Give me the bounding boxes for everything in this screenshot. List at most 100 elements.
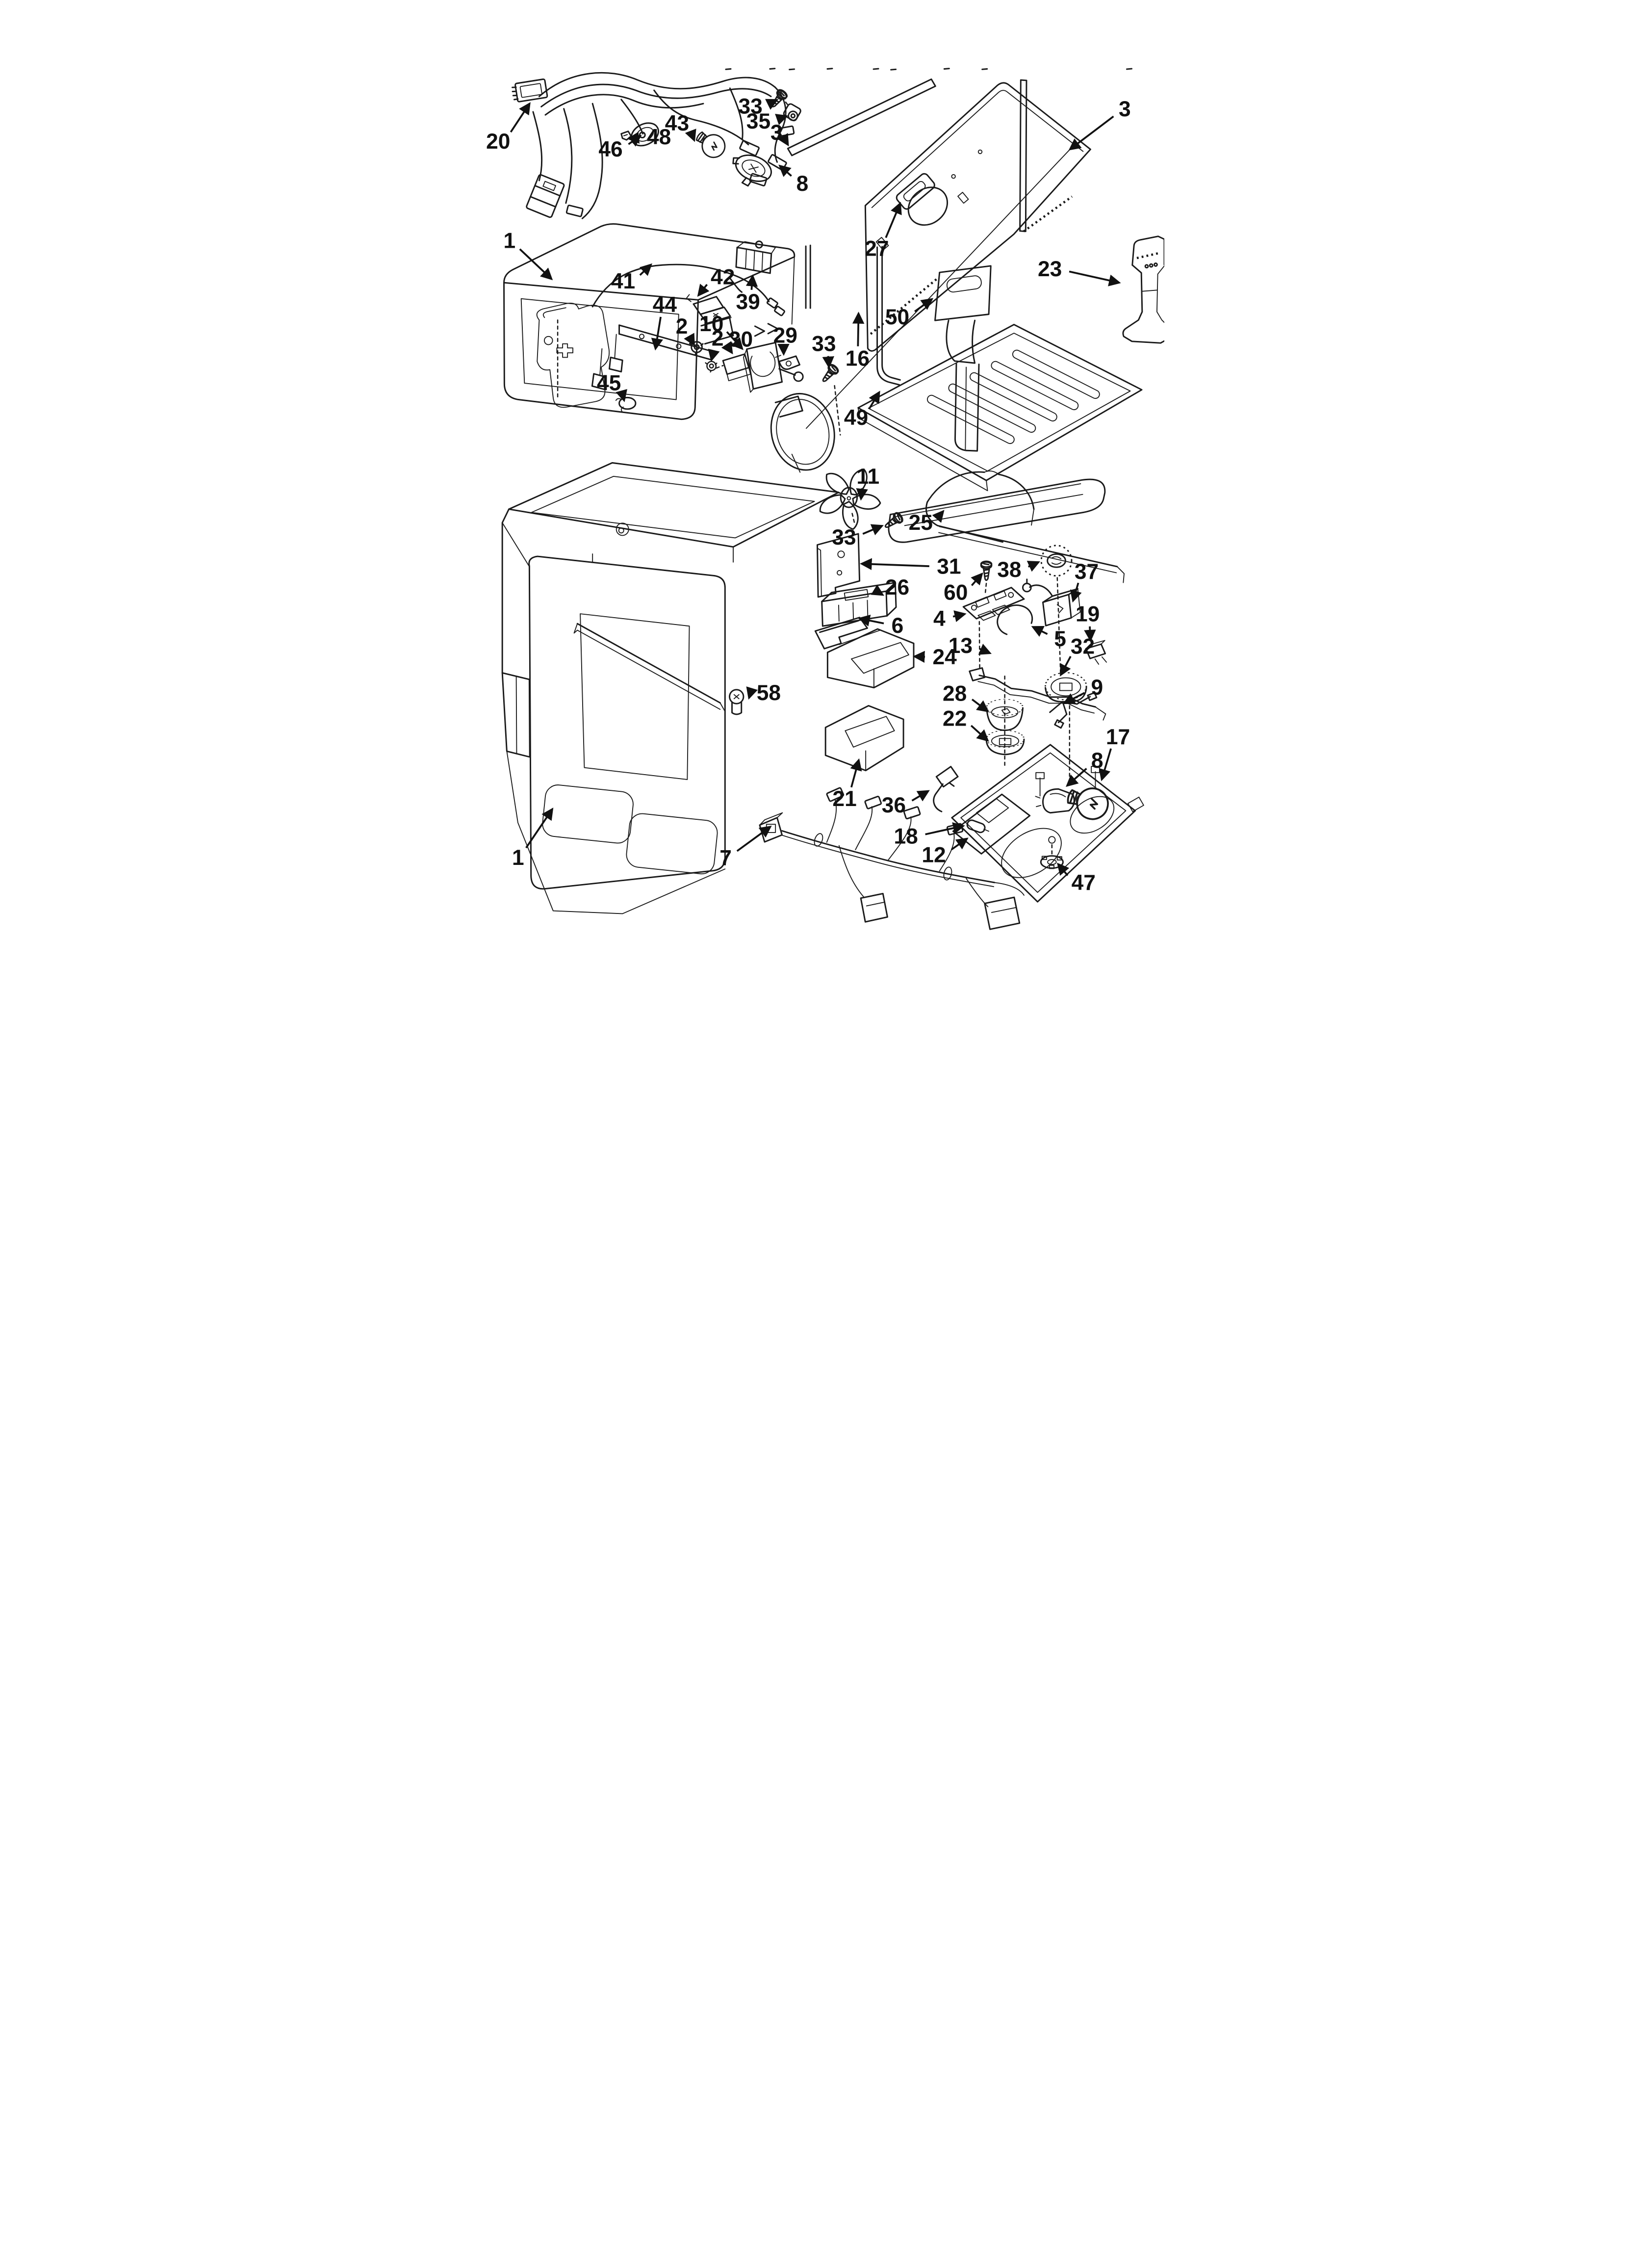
callout-33-5: 33 [739, 95, 763, 119]
callout-3-7: 3 [770, 121, 783, 145]
callout-38-36: 38 [997, 558, 1021, 582]
leader-arrow-32-40 [1060, 655, 1072, 677]
evaporator-block-26 [821, 582, 897, 627]
defrost-drip-tray [857, 324, 1143, 492]
leader-arrow-45-20 [616, 389, 627, 402]
leader-arrow-13-33 [978, 644, 992, 655]
foam-duct-24 [826, 628, 915, 689]
callout-39-24: 39 [736, 290, 760, 314]
leader-arrow-26-30 [871, 584, 885, 596]
heat-exchanger-tubes [805, 244, 901, 386]
callout-58-52: 58 [757, 681, 781, 705]
callout-2-18: 2 [676, 314, 688, 339]
parts-diagram-svg: 2046484383335332327165049252930221045444… [478, 0, 1164, 949]
sensor-36 [933, 766, 959, 812]
leader-arrow-2-18 [684, 333, 695, 346]
callout-25-14: 25 [909, 511, 933, 535]
leader-arrow-36-46 [911, 790, 930, 802]
callout-28-42: 28 [943, 681, 967, 705]
callout-33-28: 33 [832, 525, 856, 549]
wiring-harness-bottom [759, 787, 1025, 930]
line-art [501, 68, 1164, 930]
plug-button-58 [729, 689, 744, 715]
leader-arrow-60-34 [971, 572, 983, 586]
callout-26-30: 26 [885, 575, 909, 600]
leader-arrow-4-35 [952, 610, 967, 622]
leader-arrow-1-25 [519, 248, 553, 281]
callout-36-46: 36 [882, 793, 906, 817]
leader-arrow-21-48 [850, 758, 862, 788]
callout-27-10: 27 [865, 236, 889, 261]
leader-arrow-33-5 [765, 99, 779, 110]
grommet-35 [783, 103, 801, 122]
callout-46-1: 46 [598, 137, 622, 161]
leader-arrow-11-27 [856, 488, 868, 501]
freezer-bulb-and-socket [691, 125, 772, 187]
leader-arrow-37-37 [1070, 582, 1082, 603]
callout-2-17: 2 [712, 326, 724, 350]
plug-45 [615, 396, 637, 412]
callout-50-12: 50 [885, 305, 909, 329]
callout-41-22: 41 [611, 269, 635, 293]
callout-18-47: 18 [894, 825, 918, 849]
leader-arrow-20-0 [510, 102, 531, 133]
callout-20-0: 20 [486, 130, 510, 154]
callout-5-38: 5 [1054, 627, 1066, 651]
fan-blade [819, 469, 881, 530]
callout-37-37: 37 [1075, 560, 1099, 584]
clip-5 [997, 604, 1033, 635]
leader-arrow-22-43 [970, 725, 989, 742]
scan-marks [725, 68, 1132, 71]
freezer-liner [503, 223, 795, 420]
callout-4-35: 4 [933, 607, 946, 631]
air-tower-23 [1122, 235, 1164, 344]
leader-arrow-49-13 [868, 391, 880, 409]
cover-plate-31 [817, 533, 861, 598]
leader-arrow-2-17 [708, 348, 720, 362]
leader-arrow-8-45 [1066, 768, 1087, 787]
callout-24-32: 24 [933, 645, 957, 669]
callout-6-31: 6 [892, 614, 904, 638]
inlet-duct-39 [735, 240, 776, 274]
callout-42-23: 42 [711, 265, 735, 289]
callout-29-15: 29 [773, 324, 797, 348]
callout-23-9: 23 [1038, 257, 1062, 281]
control-board-4 [962, 587, 1025, 671]
light-housing-12 [951, 744, 1144, 903]
leader-arrow-47-53 [1057, 862, 1070, 876]
chevron-marks [754, 323, 778, 337]
leader-arrow-17-44 [1099, 748, 1112, 782]
leader-arrow-41-22 [639, 263, 653, 276]
leader-arrow-39-24 [745, 274, 758, 290]
callout-47-53: 47 [1072, 871, 1096, 895]
callout-1-25: 1 [503, 229, 515, 253]
leader-arrow-28-42 [971, 699, 989, 712]
callout-49-13: 49 [844, 406, 868, 430]
leader-arrow-18-47 [925, 822, 965, 835]
wiring-harness-top [512, 72, 795, 219]
bracket-30 [716, 353, 751, 382]
leader-arrow-12-49 [950, 837, 969, 851]
callout-1-51: 1 [512, 846, 524, 870]
callout-45-20: 45 [597, 371, 621, 395]
callout-3-8: 3 [1119, 97, 1131, 121]
callout-31-29: 31 [937, 554, 961, 578]
leader-arrow-42-23 [697, 284, 710, 297]
leader-arrow-7-50 [736, 826, 772, 852]
leader-arrow-31-29 [860, 558, 929, 571]
callout-19-39: 19 [1076, 602, 1100, 626]
callout-21-48: 21 [832, 787, 856, 811]
tray-support-bracket [925, 470, 1125, 583]
leader-arrow-35-6 [775, 113, 789, 126]
rear-air-panel [864, 82, 1091, 352]
leader-arrow-23-9 [1069, 270, 1121, 287]
thermostat-37 [1022, 578, 1081, 626]
leader-arrow-3-7 [777, 133, 789, 147]
callout-32-40: 32 [1071, 635, 1095, 659]
callout-17-44: 17 [1106, 725, 1130, 749]
leader-arrow-10-19 [726, 331, 744, 350]
callout-16-11: 16 [846, 346, 870, 370]
leader-arrow-9-41 [1062, 692, 1085, 704]
leader-arrow-33-28 [862, 524, 884, 536]
